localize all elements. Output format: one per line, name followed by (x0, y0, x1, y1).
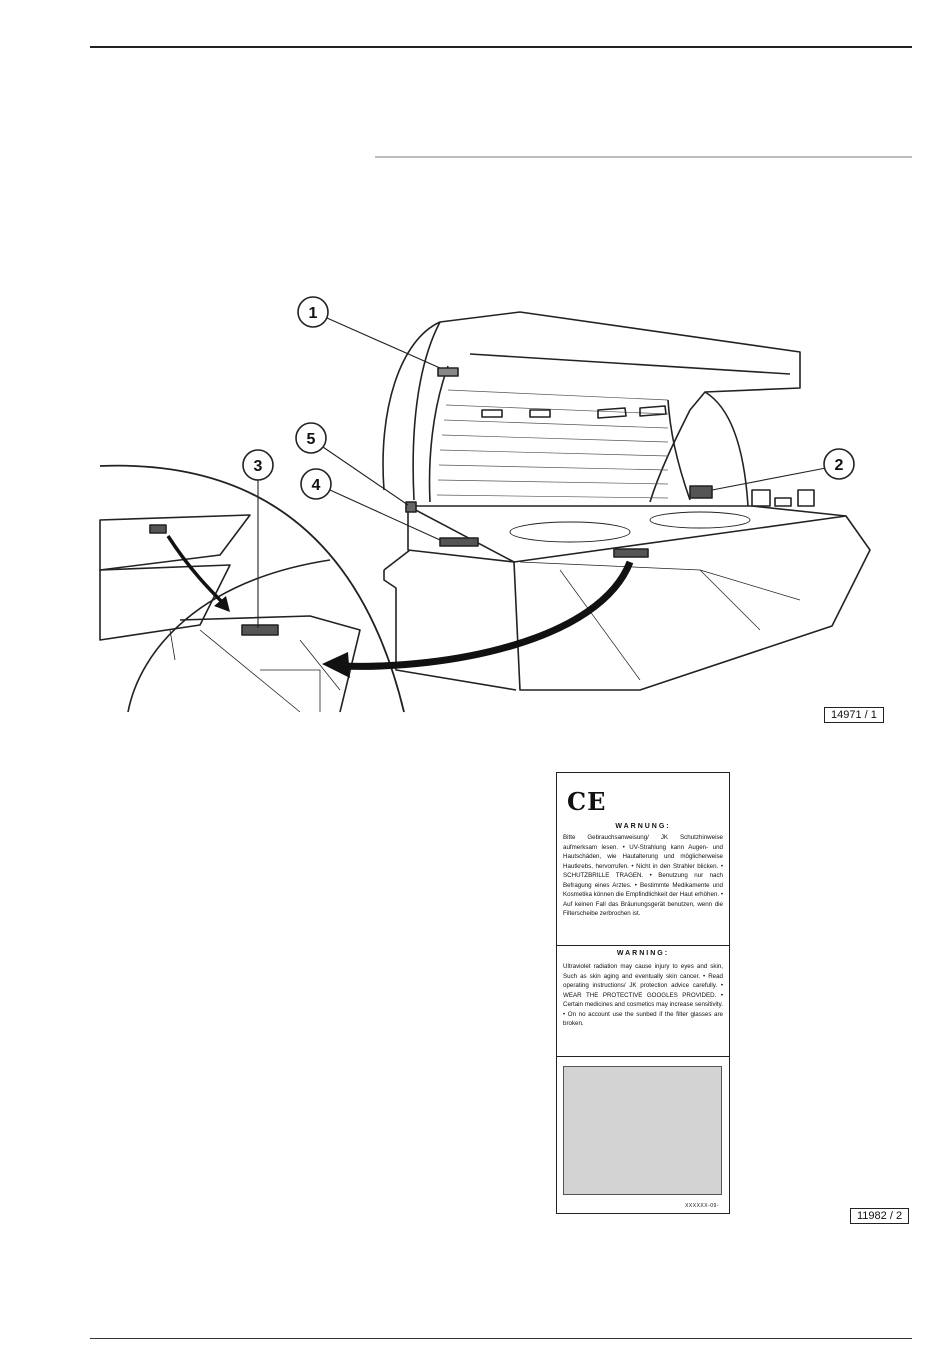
footer-rule (90, 1338, 912, 1339)
figure-ref-1: 14971 / 1 (824, 707, 884, 723)
header-rule (90, 46, 912, 48)
label-divider (557, 1056, 729, 1057)
callout-3: 3 (254, 458, 263, 475)
warning-en-text: Ultraviolet radiation may cause injury t… (563, 963, 723, 1027)
section-rule (375, 156, 912, 158)
label-blank-area (563, 1066, 722, 1195)
warning-label: CE WARNUNG: Bitte Gebrauchsanweisung/ JK… (556, 772, 730, 1214)
callout-5: 5 (307, 431, 316, 448)
callout-2: 2 (835, 457, 844, 474)
ce-mark: CE (567, 787, 607, 816)
figure-ref-2: 11982 / 2 (850, 1208, 910, 1224)
callout-1: 1 (309, 305, 318, 322)
label-code: XXXXXX-09- (685, 1203, 719, 1209)
warning-de-title: WARNUNG: (615, 823, 671, 830)
warning-de-text: Bitte Gebrauchsanweisung/ JK Schutzhinwe… (563, 834, 723, 917)
callout-4: 4 (312, 477, 321, 494)
label-divider (557, 945, 729, 946)
warning-en-title: WARNING: (616, 950, 670, 957)
sunbed-illustration: 1 2 3 4 5 (99, 296, 871, 713)
